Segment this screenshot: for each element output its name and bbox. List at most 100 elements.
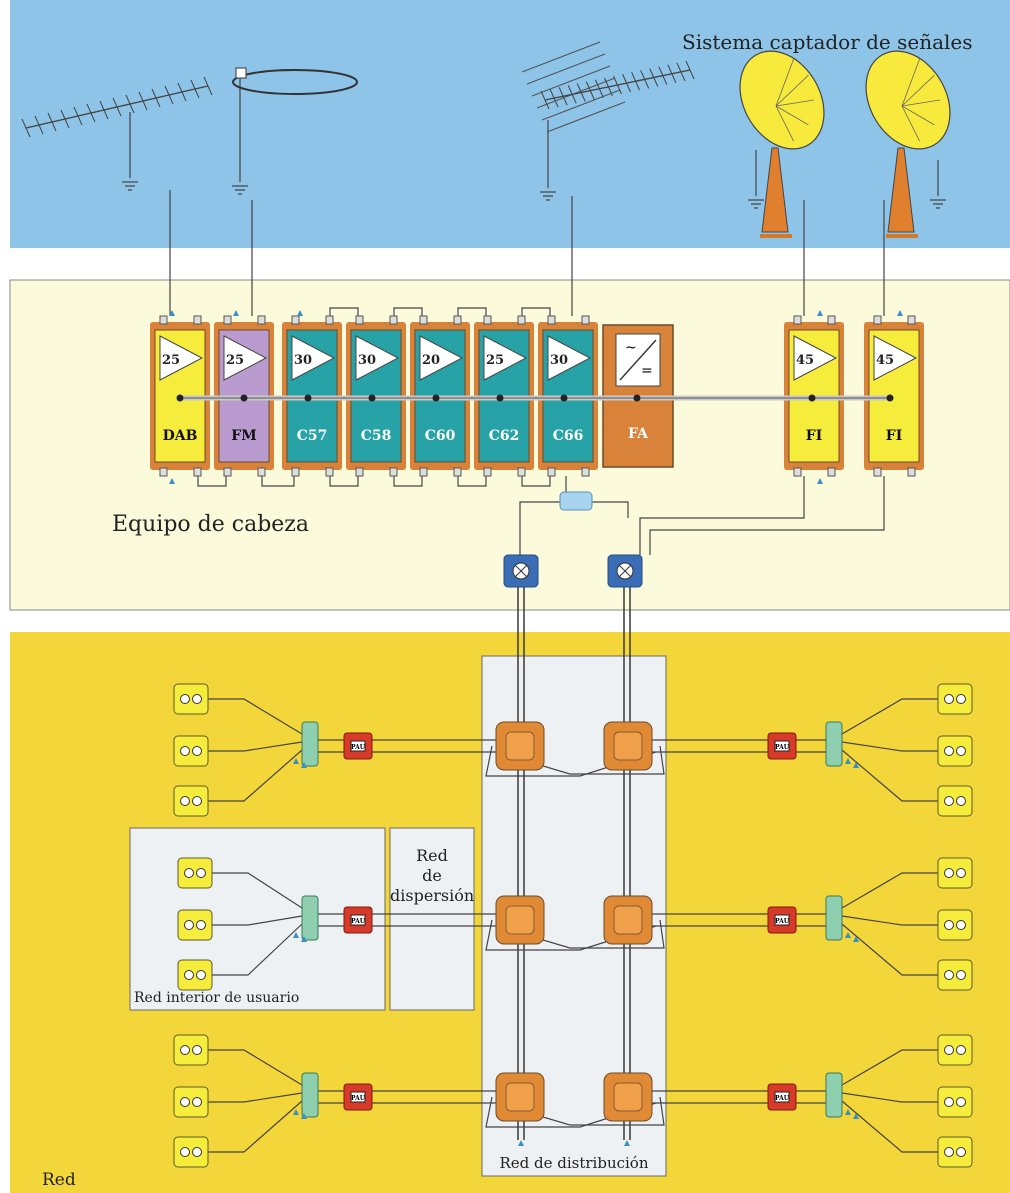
outlet-right-3-1 [937,1034,973,1066]
outlet-socket-tv [944,868,954,878]
wire [329,476,359,487]
connector-top [453,315,462,325]
splitter-body [825,1072,843,1118]
wire [208,749,303,802]
connector-pin [169,478,175,484]
module-name: FI [886,428,903,444]
connector-top [355,315,364,325]
outlet-socket-tv [944,694,954,704]
module-gain: 25 [162,353,180,368]
wire [841,923,938,976]
wire [208,1092,303,1103]
outlet-socket-sat [956,1147,966,1157]
wire [841,741,938,752]
connector-bottom [257,467,266,477]
outlet-socket-sat [192,796,202,806]
dispersion-panel [389,827,475,1011]
outlet-body [937,959,973,991]
reflector-bar [521,41,601,73]
pau-label: PAU [351,1095,366,1102]
connector-pin [897,310,903,316]
distribution-network-label: Red de distribución [499,1154,649,1172]
antenna-element [613,75,622,95]
antenna-element [177,82,187,102]
ground-symbol [122,181,138,191]
wire [521,476,551,487]
satellite-dish-1 [739,50,825,238]
module-name: DAB [163,428,198,444]
wire [841,1049,938,1086]
outlet-socket-tv [180,746,190,756]
outlet-socket-sat [196,920,206,930]
outlet-socket-tv [180,796,190,806]
splitter-body [301,721,319,767]
outlet-body [937,1034,973,1066]
antenna-element [549,88,559,108]
module-gain: 30 [294,353,312,368]
antenna-element [640,70,650,89]
wire [841,1092,938,1103]
wire [841,1100,938,1153]
outlet-left-2-1 [177,857,213,889]
pau-label-box [350,740,366,752]
connector-top [419,315,428,325]
splitter-right-2 [825,895,843,941]
multiswitch-right [607,554,643,588]
bus-node [176,394,184,402]
connector-top [873,315,882,325]
module-name: C57 [297,428,328,444]
reflector-bar [531,65,611,97]
outlet-body [937,909,973,941]
user-network-panel [129,827,386,1011]
amplifier-triangle [159,335,204,381]
antenna-element [594,79,604,98]
connector-top [159,315,168,325]
outlet-socket-tv [184,920,194,930]
outlet-left-2-3 [177,959,213,991]
connector-pin [853,762,859,768]
pau-left-3: PAU [343,1083,373,1111]
antenna-element [86,103,96,123]
outlet-body [173,1086,209,1118]
wire [393,307,423,316]
connector-bottom [291,467,300,477]
antenna-element [34,115,44,135]
derivador-core [505,731,535,761]
derivador-right-1 [603,721,653,771]
antenna-element [658,66,668,85]
dish-strut [901,105,920,142]
connector-bottom [547,467,556,477]
antenna-element [190,79,200,99]
reflector-bar [541,89,621,121]
module-name: FI [806,428,823,444]
splitter-body [825,721,843,767]
antenna-element [558,87,568,106]
outlet-socket-tv [944,1045,954,1055]
wire [841,872,938,909]
connector-pin [301,936,307,942]
connector-bottom [827,467,836,477]
amplifier-triangle [873,335,918,381]
outlet-socket-tv [944,1147,954,1157]
dispersion-label-line1: Red [416,846,448,865]
connector-pin [817,310,823,316]
fm-clamp [235,67,247,79]
outlet-body [173,785,209,817]
bus-node [886,394,894,402]
outlet-socket-tv [944,796,954,806]
dish-strut [901,99,941,107]
outlet-socket-tv [944,970,954,980]
outlet-socket-sat [192,1147,202,1157]
components-layer: 25DAB25FM30C5730C5820C6025C6230C66~=FA45… [21,41,973,1168]
dab-antenna [21,76,213,138]
antenna-element [112,97,122,117]
connector-pin [853,936,859,942]
outlet-socket-tv [180,1097,190,1107]
pau-label-box [350,1091,366,1103]
wire [393,476,423,487]
antenna-element [585,81,595,100]
connector-bottom [419,467,428,477]
pau-right-2: PAU [767,906,797,934]
wire [519,501,560,518]
outlet-socket-sat [196,868,206,878]
